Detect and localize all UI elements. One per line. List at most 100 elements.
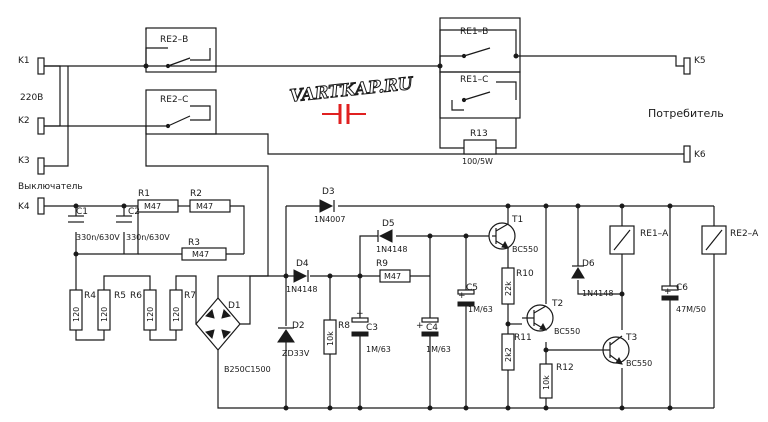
svg-text:R12: R12 — [556, 363, 574, 373]
relay-coil-re2a: RE2–A — [701, 225, 759, 255]
svg-text:47M/50: 47M/50 — [676, 305, 706, 314]
svg-text:10k: 10k — [326, 331, 335, 346]
relay-re2a-label: RE2–A — [730, 229, 759, 239]
resistor-r4: R4 120 — [69, 289, 96, 331]
terminal-k1-label: K1 — [18, 56, 30, 66]
terminal-k3: K3 — [18, 156, 45, 175]
relay-re2b: RE2–B — [145, 27, 217, 73]
svg-text:D4: D4 — [296, 259, 309, 269]
svg-text:M47: M47 — [384, 272, 401, 281]
resistor-r1: R1 M47 — [137, 189, 179, 213]
relay-re1c: RE1–C — [439, 71, 521, 119]
svg-text:1M/63: 1M/63 — [366, 345, 391, 354]
zener-diode-d2: D2 ZD33V — [277, 321, 310, 358]
relay-re2c: RE2–C — [145, 89, 217, 135]
junction-dots — [73, 53, 673, 411]
diode-d3: D3 1N4007 — [314, 187, 345, 224]
svg-text:1M/63: 1M/63 — [426, 345, 451, 354]
svg-text:R9: R9 — [376, 259, 388, 269]
svg-text:T2: T2 — [551, 299, 563, 309]
terminal-k5-label: K5 — [694, 56, 706, 66]
diode-d4: D4 1N4148 — [286, 259, 317, 294]
transistor-t1: T1 BC550 — [488, 215, 538, 254]
relay-re2c-label: RE2–C — [160, 95, 188, 105]
capacitor-logo-icon — [322, 104, 366, 124]
svg-text:C1: C1 — [76, 207, 88, 217]
terminal-k2-label: K2 — [18, 116, 30, 126]
terminal-k1: K1 — [18, 56, 45, 75]
svg-text:D2: D2 — [292, 321, 305, 331]
mains-label: 220В — [20, 93, 43, 103]
terminal-k6: K6 — [683, 145, 706, 163]
relay-coil-re1a: RE1–A — [609, 225, 669, 255]
svg-text:100/5W: 100/5W — [462, 157, 493, 166]
svg-text:R13: R13 — [470, 129, 488, 139]
resistor-r2: R2 M47 — [189, 189, 231, 213]
svg-text:1N4007: 1N4007 — [314, 215, 345, 224]
resistor-r11: R11 2k2 — [501, 333, 532, 371]
switch-label: Выключатель — [18, 182, 83, 192]
svg-text:C2: C2 — [128, 207, 140, 217]
load-label: Потребитель — [648, 107, 724, 120]
relay-re2b-label: RE2–B — [160, 35, 188, 45]
svg-text:T3: T3 — [625, 333, 637, 343]
capacitor-c4: + C4 1M/63 — [416, 317, 451, 354]
relay-re1b: RE1–B — [439, 17, 521, 73]
svg-text:330n/630V: 330n/630V — [126, 233, 170, 242]
capacitor-c6: + C6 47M/50 — [661, 283, 706, 314]
svg-text:B250C1500: B250C1500 — [224, 365, 271, 374]
terminal-k4-label: K4 — [18, 202, 30, 212]
svg-text:R2: R2 — [190, 189, 202, 199]
svg-text:BC550: BC550 — [626, 359, 652, 368]
svg-text:1N4148: 1N4148 — [582, 289, 613, 298]
svg-text:T1: T1 — [511, 215, 523, 225]
terminal-k3-label: K3 — [18, 156, 30, 166]
capacitor-c2: C2 330n/630V — [116, 207, 170, 242]
site-logo: VARTKAP.RU — [288, 73, 415, 124]
terminal-k2: K2 — [18, 116, 45, 135]
transistor-t2: T2 BC550 — [522, 299, 580, 336]
svg-text:R8: R8 — [338, 321, 350, 331]
diode-d6: D6 1N4148 — [571, 259, 613, 298]
svg-text:120: 120 — [172, 307, 181, 322]
svg-text:M47: M47 — [192, 250, 209, 259]
svg-text:22k: 22k — [504, 281, 513, 296]
resistor-r10: R10 22k — [501, 267, 534, 305]
svg-text:120: 120 — [100, 307, 109, 322]
wiring — [44, 28, 715, 409]
svg-text:M47: M47 — [196, 202, 213, 211]
resistor-r7: R7 120 — [169, 289, 196, 331]
svg-text:R7: R7 — [184, 291, 196, 301]
terminal-k6-label: K6 — [694, 150, 706, 160]
svg-text:+: + — [356, 309, 364, 319]
svg-text:R11: R11 — [514, 333, 532, 343]
svg-text:120: 120 — [146, 307, 155, 322]
resistor-r9: R9 M47 — [376, 259, 411, 283]
svg-text:R6: R6 — [130, 291, 142, 301]
svg-text:C3: C3 — [366, 323, 378, 333]
capacitor-c1: C1 330n/630V — [68, 207, 120, 242]
svg-text:C6: C6 — [676, 283, 688, 293]
bridge-rectifier-d1: D1 B250C1500 — [195, 297, 271, 374]
resistor-r3: R3 M47 — [181, 238, 227, 261]
resistor-r12: R12 10k — [539, 363, 574, 399]
svg-text:C4: C4 — [426, 323, 438, 333]
svg-text:R10: R10 — [516, 269, 534, 279]
resistor-r13: R13 100/5W — [462, 129, 497, 166]
svg-text:R5: R5 — [114, 291, 126, 301]
svg-text:+: + — [416, 321, 424, 331]
svg-text:C5: C5 — [466, 283, 478, 293]
capacitor-c3: + C3 1M/63 — [351, 309, 391, 354]
logo-text: VARTKAP.RU — [289, 74, 415, 107]
svg-text:D3: D3 — [322, 187, 335, 197]
resistor-r5: R5 120 — [97, 289, 126, 331]
svg-text:1N4148: 1N4148 — [376, 245, 407, 254]
svg-text:R1: R1 — [138, 189, 150, 199]
svg-text:BC550: BC550 — [512, 245, 538, 254]
svg-text:ZD33V: ZD33V — [282, 349, 310, 358]
svg-text:D1: D1 — [228, 301, 241, 311]
relay-re1a-label: RE1–A — [640, 229, 669, 239]
svg-text:BC550: BC550 — [554, 327, 580, 336]
svg-text:+: + — [664, 287, 672, 297]
